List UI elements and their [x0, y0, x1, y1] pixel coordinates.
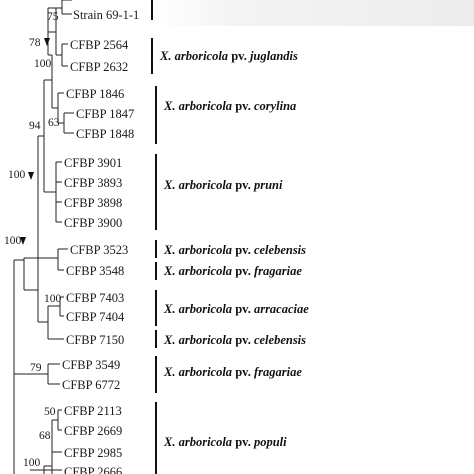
group-label-celebensis: X. arboricola pv. celebensis: [163, 243, 306, 257]
bootstrap-arrows: [20, 38, 50, 245]
leaf-labels: Strain 69-1-1 CFBP 2564 CFBP 2632 CFBP 1…: [62, 8, 139, 474]
bootstrap-value: 100: [8, 169, 26, 181]
leaf-label: CFBP 3893: [64, 176, 122, 190]
leaf-label: CFBP 2632: [70, 60, 128, 74]
leaf-label: CFBP 1847: [76, 107, 134, 121]
arrow-marker-icon: [20, 237, 26, 245]
group-label-juglandis: X. arboricola pv. juglandis: [159, 49, 298, 63]
leaf-label: CFBP 3901: [64, 156, 122, 170]
leaf-label: CFBP 3549: [62, 358, 120, 372]
group-label-populi: X. arboricola pv. populi: [163, 435, 287, 449]
bootstrap-value: 50: [44, 406, 56, 418]
bootstrap-value: 100: [4, 235, 22, 247]
bootstrap-values: 75 78 100 63 94 100 100 100 79 50 68 100: [4, 11, 62, 469]
leaf-label: CFBP 2113: [64, 404, 122, 418]
bootstrap-value: 94: [29, 120, 41, 132]
group-label-corylina: X. arboricola pv. corylina: [163, 99, 296, 113]
bootstrap-value: 75: [47, 11, 59, 23]
group-labels: X. arboricola pv. juglandis X. arboricol…: [159, 49, 309, 449]
group-label-celebensis: X. arboricola pv. celebensis: [163, 333, 306, 347]
arrow-marker-icon: [28, 172, 34, 180]
group-label-arracaciae: X. arboricola pv. arracaciae: [163, 302, 309, 316]
leaf-label: CFBP 3900: [64, 216, 122, 230]
top-shaded-strip: [152, 0, 474, 26]
leaf-label: CFBP 6772: [62, 378, 120, 392]
leaf-label: CFBP 2666: [64, 465, 122, 474]
leaf-label: CFBP 1848: [76, 127, 134, 141]
bootstrap-value: 63: [48, 117, 60, 129]
bootstrap-value: 100: [44, 293, 62, 305]
leaf-label: Strain 69-1-1: [73, 8, 139, 22]
tree-branches: [13, 0, 74, 474]
bootstrap-value: 79: [30, 362, 42, 374]
leaf-label: CFBP 2564: [70, 38, 129, 52]
group-brackets: [151, 0, 157, 474]
leaf-label: CFBP 2985: [64, 446, 122, 460]
group-label-fragariae: X. arboricola pv. fragariae: [163, 365, 302, 379]
leaf-label: CFBP 7150: [66, 333, 124, 347]
bootstrap-value: 100: [23, 457, 41, 469]
leaf-label: CFBP 2669: [64, 424, 122, 438]
leaf-label: CFBP 3898: [64, 196, 122, 210]
leaf-label: CFBP 1846: [66, 87, 124, 101]
leaf-label: CFBP 7403: [66, 291, 124, 305]
bootstrap-value: 68: [39, 430, 51, 442]
bootstrap-value: 100: [34, 58, 52, 70]
group-label-fragariae: X. arboricola pv. fragariae: [163, 264, 302, 278]
leaf-label: CFBP 3548: [66, 264, 124, 278]
group-label-pruni: X. arboricola pv. pruni: [163, 178, 283, 192]
bootstrap-value: 78: [29, 37, 41, 49]
leaf-label: CFBP 3523: [70, 243, 128, 257]
leaf-label: CFBP 7404: [66, 310, 125, 324]
arrow-marker-icon: [44, 38, 50, 46]
